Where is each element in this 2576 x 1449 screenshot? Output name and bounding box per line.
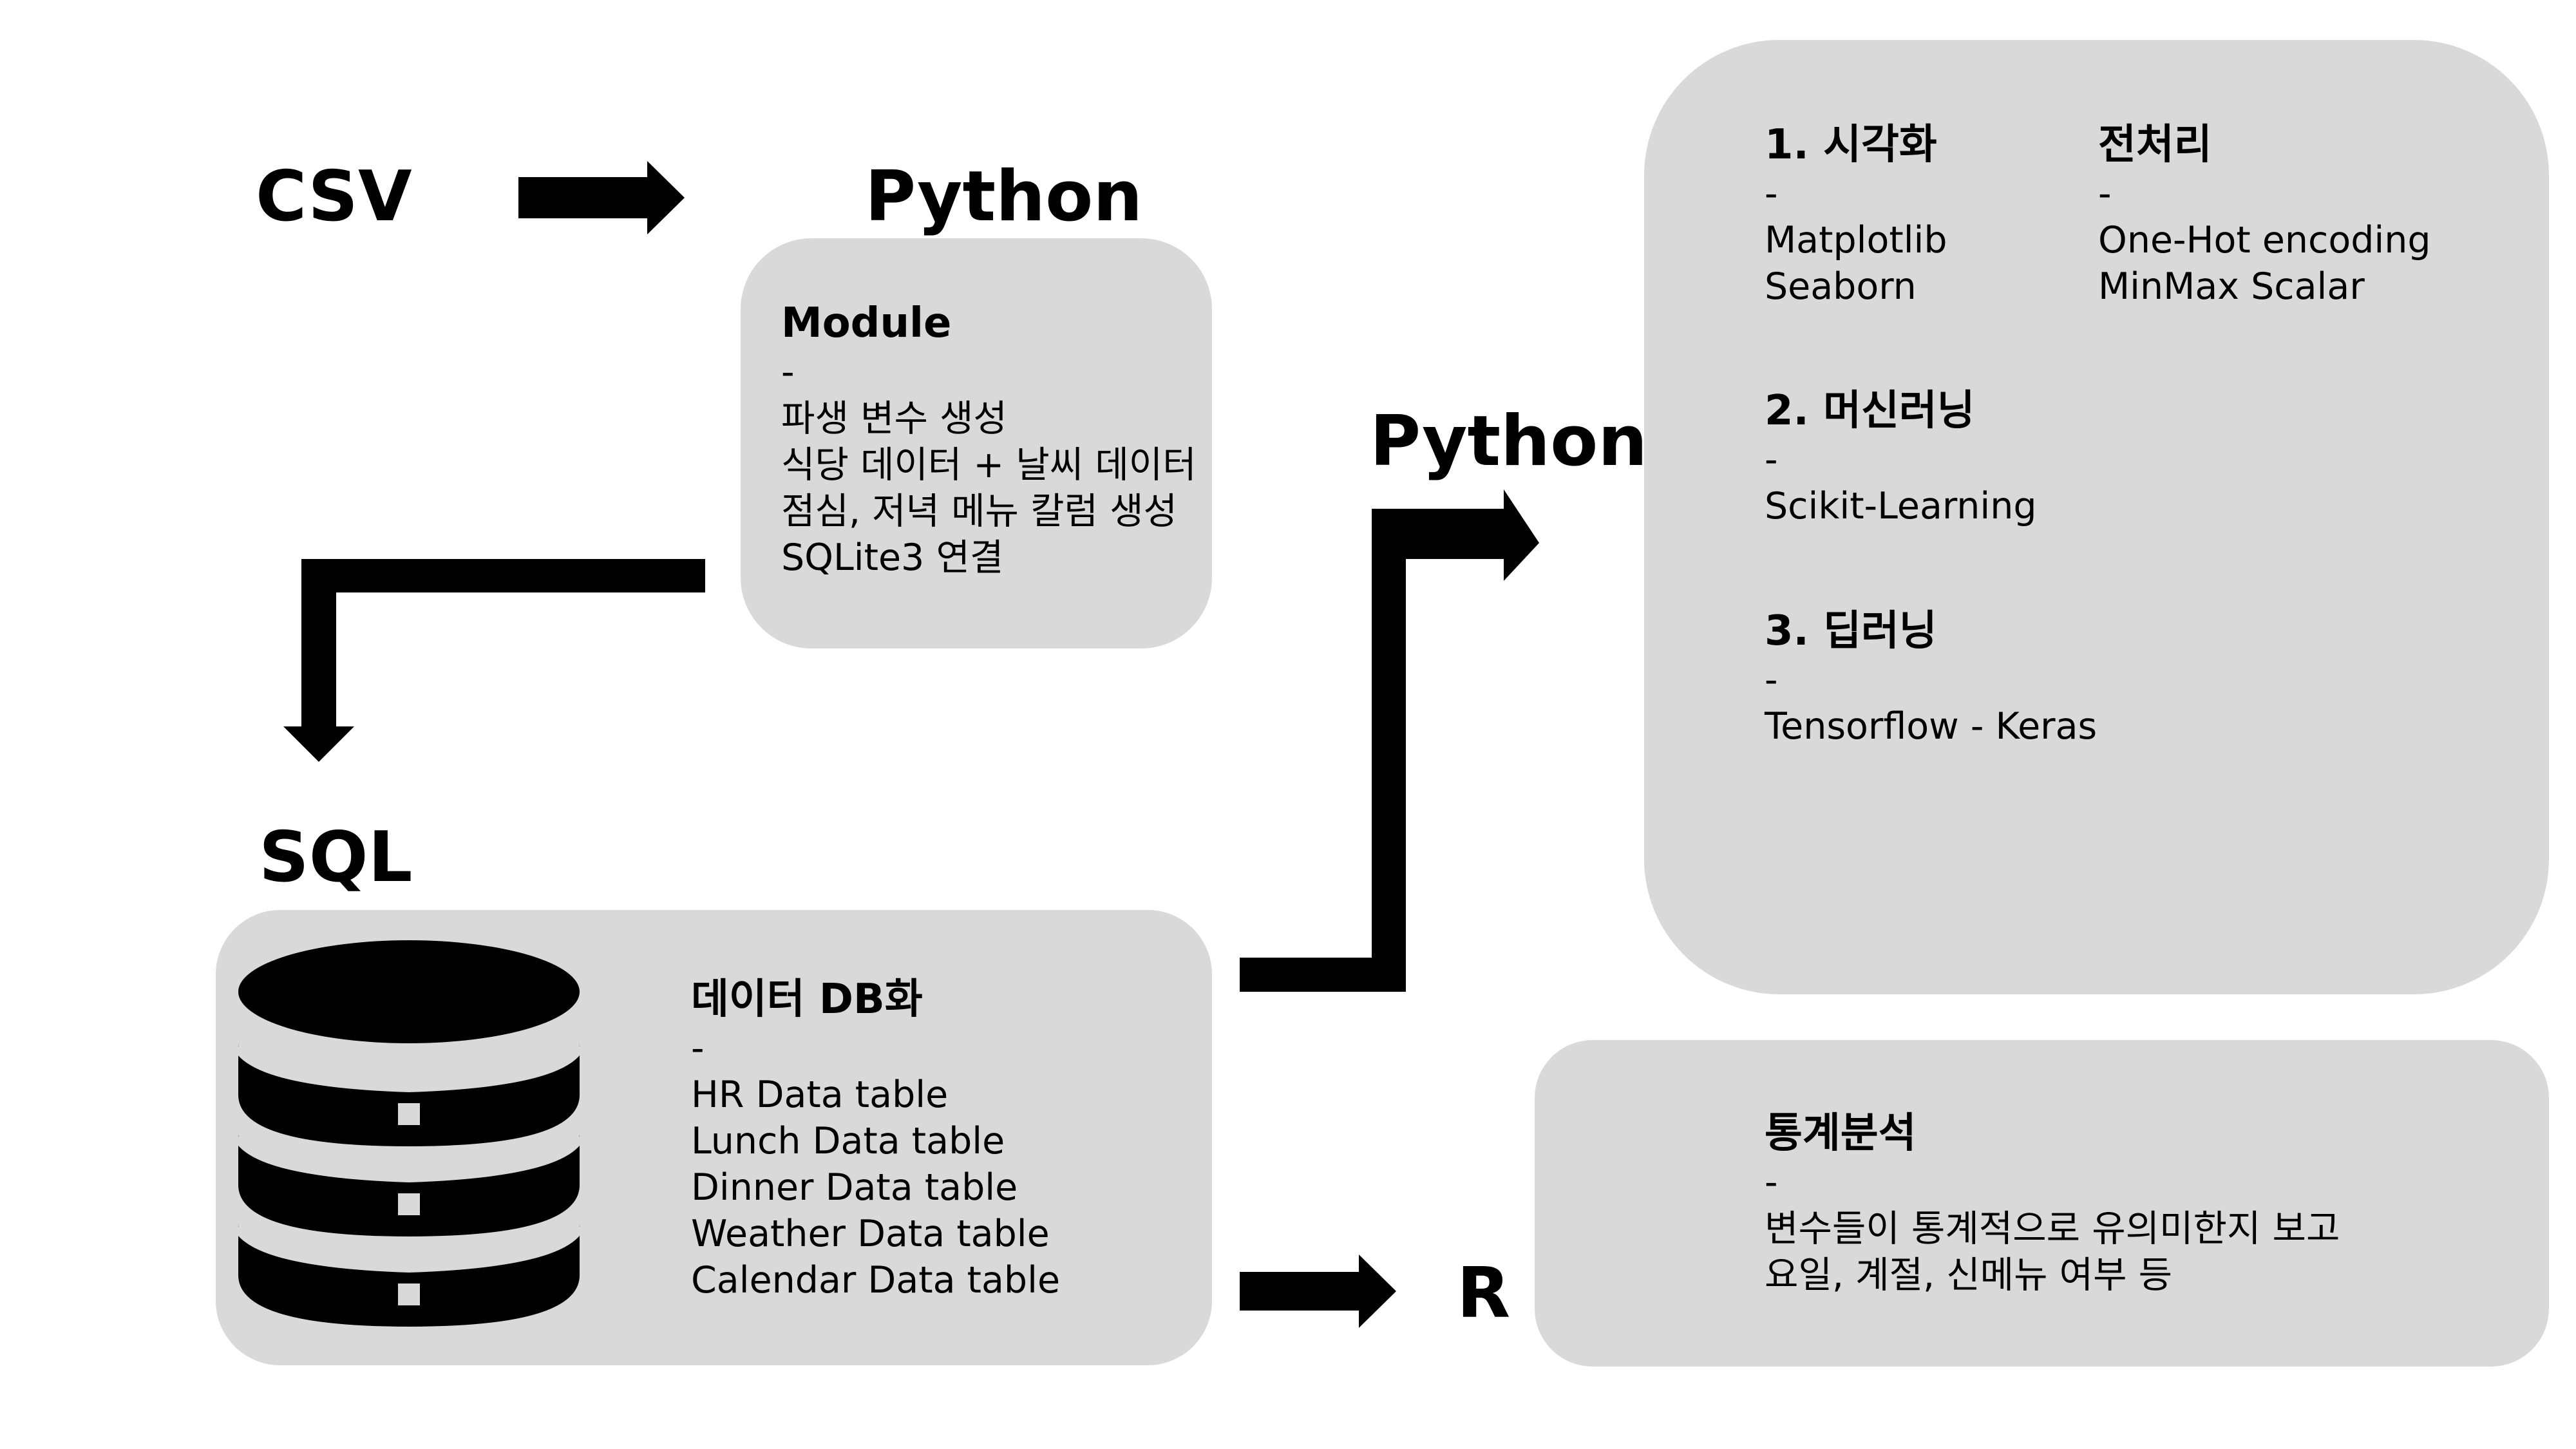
db-content: 데이터 DB화 - HR Data table Lunch Data table… [691,974,1060,1303]
python-analysis-box [1644,40,2549,994]
visualization-item: Seaborn [1765,265,1917,308]
module-item: SQLite3 연결 [781,536,1004,579]
db-item: HR Data table [691,1074,949,1116]
db-item: Lunch Data table [691,1120,1005,1162]
r-item: 요일, 계절, 신메뉴 여부 등 [1765,1254,2173,1296]
r-item: 변수들이 통계적으로 유의미한지 보고 [1765,1208,2340,1250]
deep-learning-section: 3. 딥러닝 - Tensorflow - Keras [1765,605,2097,750]
visualization-title: 1. 시각화 [1765,121,1937,169]
db-item: Calendar Data table [691,1259,1061,1302]
arrow-sql-to-r [1240,1255,1396,1328]
arrow-csv-to-python [518,161,685,234]
db-dash: - [691,1027,705,1070]
database-icon [237,940,582,1327]
db-title: 데이터 DB화 [691,976,923,1023]
csv-label: CSV [256,156,412,237]
machine-learning-section: 2. 머신러닝 - Scikit-Learning [1765,385,2037,529]
machine-learning-title: 2. 머신러닝 [1765,387,1975,435]
module-item: 파생 변수 생성 [781,397,1007,440]
module-box [741,238,1212,649]
machine-learning-item: Scikit-Learning [1765,485,2037,527]
deep-learning-dash: - [1765,659,1778,701]
visualization-dash: - [1765,173,1778,215]
sql-label: SQL [259,817,413,898]
r-title: 통계분석 [1765,1110,1917,1157]
visualization-section: 1. 시각화 - Matplotlib Seaborn [1765,119,1947,310]
db-item: Dinner Data table [691,1166,1018,1209]
arrow-module-to-sql [283,559,705,762]
module-content: Module - 파생 변수 생성 식당 데이터 + 날씨 데이터 점심, 저녁… [781,298,1197,581]
preprocessing-item: One-Hot encoding [2098,219,2431,261]
python-right-label: Python [1370,401,1648,482]
preprocessing-dash: - [2098,173,2112,215]
r-content: 통계분석 - 변수들이 통계적으로 유의미한지 보고 요일, 계절, 신메뉴 여… [1765,1108,2340,1298]
preprocessing-title: 전처리 [2098,121,2212,169]
module-title: Module [781,299,952,347]
db-item: Weather Data table [691,1213,1050,1255]
python-top-label: Python [865,156,1143,237]
deep-learning-title: 3. 딥러닝 [1765,607,1937,655]
module-item: 점심, 저녁 메뉴 칼럼 생성 [781,490,1177,533]
visualization-item: Matplotlib [1765,219,1947,261]
r-dash: - [1765,1161,1778,1204]
machine-learning-dash: - [1765,439,1778,481]
r-label: R [1457,1253,1511,1334]
r-analysis-box [1535,1040,2549,1367]
arrow-sql-to-python [1240,489,1539,992]
deep-learning-item: Tensorflow - Keras [1765,705,2098,748]
module-item: 식당 데이터 + 날씨 데이터 [781,444,1197,486]
module-dash: - [781,351,795,393]
preprocessing-section: 전처리 - One-Hot encoding MinMax Scalar [2098,119,2431,310]
preprocessing-item: MinMax Scalar [2098,265,2365,308]
